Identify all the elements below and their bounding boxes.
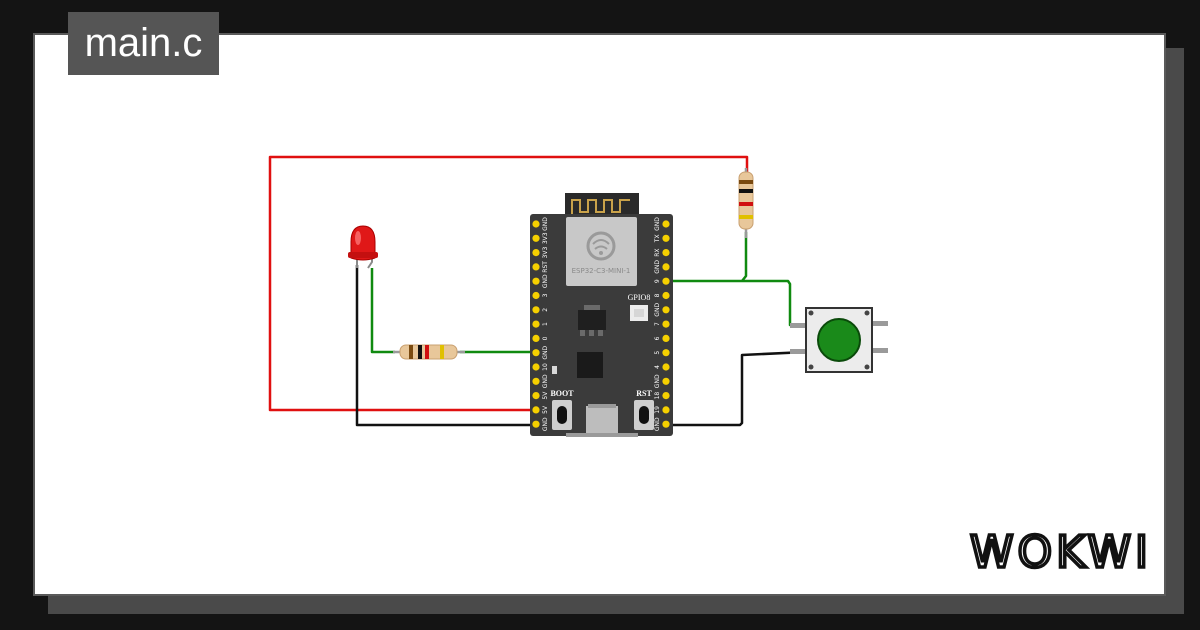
rst-label: RST xyxy=(636,389,652,398)
left-pin-8[interactable] xyxy=(532,334,540,342)
right-pin-label-11: GND xyxy=(654,374,661,388)
left-pin-4[interactable] xyxy=(532,277,540,285)
right-pin-1[interactable] xyxy=(662,234,670,242)
right-pin-4[interactable] xyxy=(662,277,670,285)
left-pin-13[interactable] xyxy=(532,406,540,414)
right-pin-3[interactable] xyxy=(662,263,670,271)
left-pin-label-6: 2 xyxy=(542,308,549,312)
right-pin-label-13: 19 xyxy=(654,406,661,414)
module-label: ESP32-C3-MINI-1 xyxy=(572,267,631,275)
left-pin-7[interactable] xyxy=(532,320,540,328)
left-pin-0[interactable] xyxy=(532,220,540,228)
wire-green-pullup[interactable] xyxy=(741,232,748,282)
left-pin-3[interactable] xyxy=(532,263,540,271)
right-pin-0[interactable] xyxy=(662,220,670,228)
left-pin-11[interactable] xyxy=(532,377,540,385)
file-tab-main-c[interactable]: main.c xyxy=(68,12,219,75)
red-led[interactable] xyxy=(348,225,378,269)
right-pin-label-3: GND xyxy=(654,260,661,274)
right-pin-8[interactable] xyxy=(662,334,670,342)
left-pin-9[interactable] xyxy=(532,349,540,357)
left-pin-label-12: 5V xyxy=(542,391,549,400)
resistor-led[interactable] xyxy=(393,344,465,360)
right-pin-11[interactable] xyxy=(662,377,670,385)
left-pin-label-1: 3V3 xyxy=(542,232,549,244)
right-pin-10[interactable] xyxy=(662,363,670,371)
left-pin-label-10: 10 xyxy=(542,363,549,371)
left-pin-2[interactable] xyxy=(532,249,540,257)
left-pin-label-5: 3 xyxy=(542,293,549,297)
right-pin-label-14: GND xyxy=(654,417,661,431)
right-pin-14[interactable] xyxy=(662,420,670,428)
left-pin-label-13: 5V xyxy=(542,405,549,414)
wire-green-led[interactable] xyxy=(370,268,395,354)
right-pin-5[interactable] xyxy=(662,291,670,300)
right-pin-label-2: RX xyxy=(654,248,661,256)
wokwi-logo: WOKWI xyxy=(970,527,1152,578)
right-pin-label-8: 6 xyxy=(654,336,661,340)
left-pin-10[interactable] xyxy=(532,363,540,371)
right-pin-label-9: 5 xyxy=(654,351,661,355)
left-pin-5[interactable] xyxy=(532,291,540,300)
right-pin-12[interactable] xyxy=(662,392,670,400)
left-pin-label-9: GND xyxy=(542,345,549,359)
right-pin-9[interactable] xyxy=(662,349,670,357)
left-pin-6[interactable] xyxy=(532,306,540,314)
right-pin-label-7: 7 xyxy=(654,322,661,326)
esp32-c3-board[interactable]: ESP32-C3-MINI-1 GPIO8 BOOT RST GND3V33V3… xyxy=(530,193,673,437)
right-pin-label-10: 4 xyxy=(654,365,661,369)
right-pin-label-12: 18 xyxy=(654,392,661,400)
push-button-cap[interactable] xyxy=(817,318,861,362)
usb-port xyxy=(586,406,618,436)
right-pin-label-4: 9 xyxy=(654,279,661,283)
right-pin-7[interactable] xyxy=(662,320,670,328)
right-pin-label-5: 8 xyxy=(654,293,661,297)
gpio8-led-label: GPIO8 xyxy=(628,293,651,302)
wire-red[interactable] xyxy=(268,155,749,412)
wire-black-led[interactable] xyxy=(355,265,535,427)
right-pin-label-6: GND xyxy=(654,303,661,317)
right-pin-label-1: TX xyxy=(654,234,661,243)
left-pin-1[interactable] xyxy=(532,234,540,242)
right-pin-label-0: GND xyxy=(654,217,661,231)
right-pin-2[interactable] xyxy=(662,249,670,257)
left-pin-label-3: RST xyxy=(542,261,549,273)
boot-label: BOOT xyxy=(550,389,574,398)
left-pin-label-0: GND xyxy=(542,217,549,231)
wire-black-button[interactable] xyxy=(667,350,807,427)
left-pin-label-4: GND xyxy=(542,274,549,288)
left-pin-label-2: 3V3 xyxy=(542,247,549,259)
wire-green-gpio9[interactable] xyxy=(667,279,806,327)
push-button[interactable] xyxy=(790,307,888,373)
left-pin-12[interactable] xyxy=(532,392,540,400)
left-pin-label-8: 0 xyxy=(542,336,549,340)
right-pin-13[interactable] xyxy=(662,406,670,414)
resistor-pullup[interactable] xyxy=(738,168,754,238)
voltage-regulator xyxy=(578,310,606,330)
left-pin-14[interactable] xyxy=(532,420,540,428)
usb-chip xyxy=(577,352,603,378)
left-pin-label-14: GND xyxy=(542,417,549,431)
left-pin-label-7: 1 xyxy=(542,322,549,326)
left-pin-label-11: GND xyxy=(542,374,549,388)
right-pin-6[interactable] xyxy=(662,306,670,314)
